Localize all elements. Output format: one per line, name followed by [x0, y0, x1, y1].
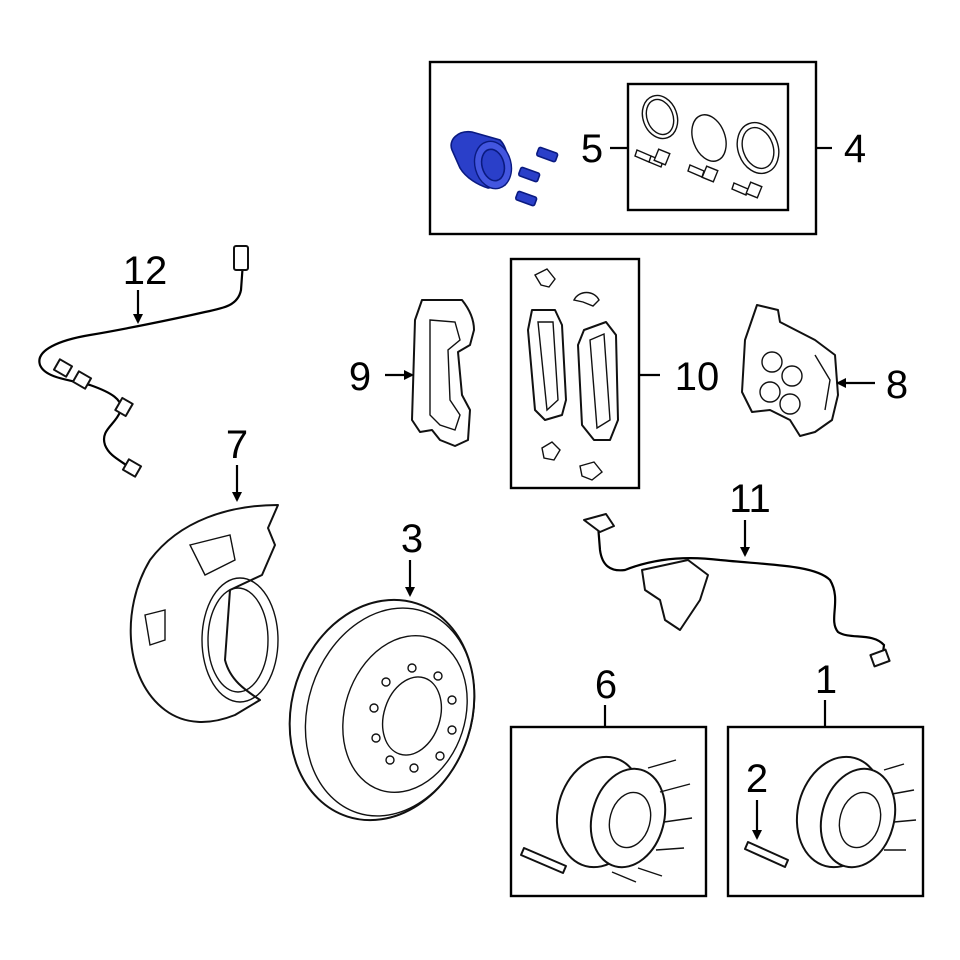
callout-labels: 5 4 12 9 10 8 7 11 3 6 1 2 [123, 127, 908, 801]
part-11-abs-sensor-harness[interactable] [583, 513, 891, 668]
part-2-wheel-stud[interactable] [744, 841, 789, 868]
leader-lines [133, 146, 875, 840]
callout-12[interactable]: 12 [123, 249, 168, 293]
callout-8[interactable]: 8 [886, 363, 908, 407]
callout-2[interactable]: 2 [746, 757, 768, 801]
callout-9[interactable]: 9 [349, 355, 371, 399]
callout-6[interactable]: 6 [595, 663, 617, 707]
part-5-caliper-piston-highlight[interactable] [450, 130, 559, 207]
callout-11[interactable]: 11 [729, 477, 771, 521]
part-3-brake-rotor[interactable] [262, 576, 502, 845]
part-4-kit-box[interactable] [428, 60, 818, 236]
part-8-brake-caliper[interactable] [741, 304, 839, 437]
part-10-brake-pads-kit[interactable] [509, 257, 641, 490]
part-1-hub-assembly-kit[interactable] [726, 725, 925, 898]
part-12-abs-sensor-harness[interactable] [38, 245, 249, 478]
callout-7[interactable]: 7 [226, 423, 248, 467]
callout-4[interactable]: 4 [844, 127, 866, 171]
part-9-caliper-bracket[interactable] [411, 299, 475, 447]
part-7-dust-shield[interactable] [129, 504, 279, 723]
part-6-wheel-hub-kit[interactable] [509, 725, 708, 898]
callout-5[interactable]: 5 [581, 127, 603, 171]
callout-3[interactable]: 3 [401, 517, 423, 561]
callout-10[interactable]: 10 [675, 355, 720, 399]
callout-1[interactable]: 1 [815, 658, 837, 702]
